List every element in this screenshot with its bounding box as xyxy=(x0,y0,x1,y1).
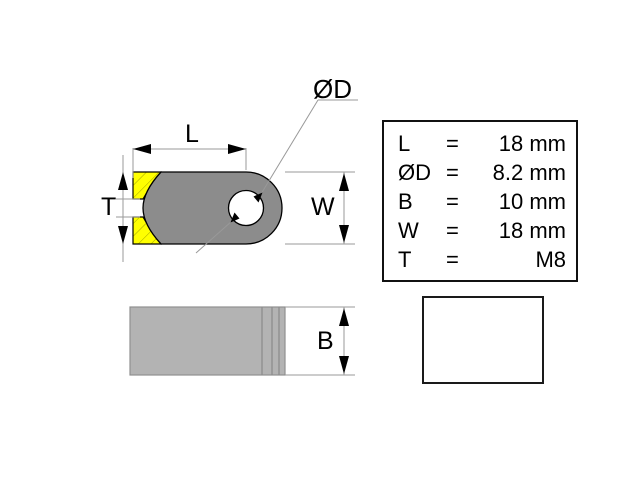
arrow-W-top xyxy=(339,173,349,191)
spec-value: 8.2 mm xyxy=(492,160,566,185)
side-view xyxy=(129,306,355,376)
diameter-arrow-lower xyxy=(230,212,240,223)
label-width: W xyxy=(311,193,335,221)
spec-equals: = xyxy=(446,131,459,156)
diameter-leader-upper xyxy=(260,99,319,195)
spec-symbol: L xyxy=(398,131,411,156)
spec-equals: = xyxy=(446,247,459,272)
spec-symbol: W xyxy=(398,218,419,243)
diameter-leader xyxy=(195,99,358,254)
product-photo xyxy=(422,296,544,384)
dimension-L xyxy=(132,144,247,178)
spec-row-length: L = 18 mm xyxy=(398,131,570,160)
diameter-arrow-upper xyxy=(253,192,263,203)
spec-symbol: ØD xyxy=(398,160,431,185)
dimension-T xyxy=(116,155,140,262)
label-thickness: B xyxy=(317,327,334,355)
label-thread: T xyxy=(101,193,117,221)
label-diameter: ØD xyxy=(313,74,352,104)
spec-symbol: B xyxy=(398,189,413,214)
spec-table: L = 18 mm ØD = 8.2 mm B = 10 mm W = 18 m… xyxy=(382,120,578,282)
dimension-W xyxy=(285,171,355,245)
arrow-B-bottom xyxy=(339,356,349,374)
spec-value: M8 xyxy=(535,247,566,272)
side-view-body xyxy=(129,306,286,376)
spec-value: 18 mm xyxy=(498,131,566,156)
spec-equals: = xyxy=(446,160,459,185)
arrow-B-top xyxy=(339,308,349,326)
dimension-B xyxy=(285,306,355,376)
label-length: L xyxy=(185,120,199,148)
arrow-L-left xyxy=(133,144,151,154)
spec-row-width: W = 18 mm xyxy=(398,218,570,247)
diameter-leader-lower xyxy=(195,220,233,254)
spec-equals: = xyxy=(446,218,459,243)
main-section-view xyxy=(116,99,358,262)
spec-symbol: T xyxy=(398,247,412,272)
spec-row-thickness: B = 10 mm xyxy=(398,189,570,218)
arrow-W-bottom xyxy=(339,225,349,243)
arrow-L-right xyxy=(228,144,246,154)
arrow-T-upper xyxy=(118,172,128,190)
spec-row-diameter: ØD = 8.2 mm xyxy=(398,160,570,189)
arrow-T-lower xyxy=(118,226,128,244)
spec-value: 10 mm xyxy=(498,189,566,214)
spec-value: 18 mm xyxy=(498,218,566,243)
spec-table-rows: L = 18 mm ØD = 8.2 mm B = 10 mm W = 18 m… xyxy=(398,131,570,276)
spec-row-thread: T = M8 xyxy=(398,247,570,276)
spec-equals: = xyxy=(446,189,459,214)
